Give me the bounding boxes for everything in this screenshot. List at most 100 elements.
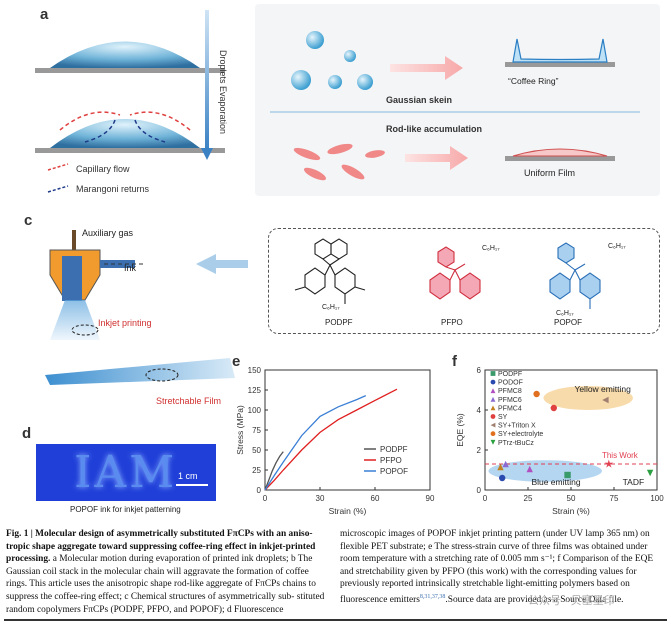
- y-tick-label: 25: [252, 466, 261, 475]
- substituent-label-1: C₆H₁₇: [322, 304, 340, 311]
- annotation-yellow: Yellow emitting: [574, 384, 631, 394]
- panel-a-droplets: [35, 41, 225, 193]
- x-tick-label: 50: [567, 494, 576, 503]
- mol-label-popof: POPOF: [554, 318, 583, 327]
- scale-bar: [176, 484, 208, 486]
- x-tick-label: 75: [610, 494, 619, 503]
- inkjet-printing-label: Inkjet printing: [98, 318, 152, 328]
- legend-label-point-sy-triton-x: SY+Triton X: [498, 423, 536, 430]
- y-tick-label: 0: [257, 486, 262, 495]
- x-axis-label: Strain (%): [329, 506, 367, 516]
- series-line-pfpo: [264, 388, 398, 491]
- y-tick-label: 50: [252, 446, 261, 455]
- uniform-film-label: Uniform Film: [524, 168, 575, 178]
- legend-label-point-sy: SY: [498, 414, 508, 421]
- iam-pattern: IAM: [74, 447, 178, 498]
- legend-marker-point-sy: [490, 414, 496, 419]
- series-line-popof: [264, 395, 367, 491]
- y-tick-label: 75: [252, 426, 261, 435]
- droplet-top: [50, 41, 200, 68]
- point-pfmc6: [502, 460, 509, 468]
- legend-marker-point-pfmc8: [490, 388, 496, 394]
- mol-label-podpf: PODPF: [325, 318, 353, 327]
- legend-label-point-pfmc4: PFMC4: [498, 405, 522, 412]
- substituent-label-2: C₆H₁₇: [482, 245, 500, 252]
- legend-label-point-pfmc6: PFMC6: [498, 397, 522, 404]
- legend-marker-point-podof: [490, 379, 496, 385]
- legend-capillary: Capillary flow: [76, 164, 130, 174]
- x-tick-label: 100: [650, 494, 664, 503]
- panel-label-d: d: [22, 425, 32, 442]
- stretchable-film-label: Stretchable Film: [156, 396, 222, 406]
- molecule-structures: [294, 238, 601, 309]
- y-tick-label: 125: [248, 386, 262, 395]
- rod-label: Rod-like accumulation: [386, 124, 483, 134]
- legend-label-point-podpf: PODPF: [498, 371, 522, 378]
- coffee-ring-label: “Coffee Ring”: [508, 76, 559, 86]
- point-this-work: [604, 459, 614, 468]
- caption-body-right: microscopic images of POPOF inkjet print…: [340, 529, 654, 606]
- evaporation-arrow: [201, 10, 213, 160]
- caption-tail: .Source data are provided as a Source Da…: [445, 595, 624, 606]
- panel-c-printer: [45, 230, 235, 385]
- legend-label-pfpo: PFPO: [380, 456, 402, 465]
- bottom-rule: [4, 619, 667, 621]
- x-tick-label: 0: [263, 494, 268, 503]
- aux-gas-label: Auxiliary gas: [82, 228, 134, 238]
- gaussian-label: Gaussian skein: [386, 95, 453, 105]
- legend-marker-point-sy-electrolyte: [490, 431, 496, 437]
- mol-label-pfpo: PFPO: [441, 318, 463, 327]
- annotation-blue: Blue emitting: [531, 477, 580, 487]
- caption-refs: 8,31,37,38: [419, 593, 446, 600]
- caption-title: Molecular design of asymmetrically subst…: [6, 529, 316, 565]
- legend-label-popof: POPOF: [380, 467, 408, 476]
- panel-b-diagram: [270, 31, 640, 181]
- x-axis-label: Strain (%): [552, 506, 590, 516]
- molecules-box: [268, 228, 660, 334]
- scale-bar-label: 1 cm: [178, 471, 198, 481]
- legend-marker-point-ptrz-tbucz: [490, 439, 496, 445]
- caption-right: microscopic images of POPOF inkjet print…: [340, 528, 665, 607]
- y-tick-label: 150: [248, 366, 262, 375]
- panel-label-e: e: [232, 353, 241, 370]
- point-sy: [550, 404, 557, 412]
- point-sy-electrolyte: [533, 390, 540, 398]
- watermark: 公众号 · 贝塞墨印: [528, 595, 615, 607]
- legend-marker-point-podpf: [490, 371, 496, 376]
- arrow-left: [196, 254, 248, 274]
- point-podpf: [564, 471, 571, 479]
- legend-label-point-sy-electrolyte: SY+electrolyte: [498, 431, 543, 438]
- point-pfmc8: [526, 465, 533, 473]
- blue-region: [488, 460, 602, 482]
- legend-marker-point-pfmc6: [490, 396, 496, 402]
- point-pfmc4: [497, 463, 504, 471]
- x-tick-label: 30: [316, 494, 325, 503]
- point-sy-triton-x: [602, 396, 609, 404]
- legend-label-point-ptrz-tbucz: PTrz-tBuCz: [498, 440, 534, 447]
- y-tick-label: 2: [477, 446, 482, 455]
- panel-label-f: f: [452, 353, 457, 370]
- x-tick-label: 25: [524, 494, 533, 503]
- point-podof: [499, 474, 506, 482]
- y-tick-label: 4: [477, 406, 482, 415]
- ink-label: Ink: [124, 263, 137, 273]
- legend-label-podpf: PODPF: [380, 445, 408, 454]
- x-tick-label: 0: [483, 494, 488, 503]
- x-tick-label: 60: [371, 494, 380, 503]
- panel-label-c: c: [24, 212, 33, 229]
- y-axis-label: Stress (MPa): [235, 405, 245, 455]
- y-tick-label: 6: [477, 366, 482, 375]
- panel-label-a: a: [40, 6, 49, 23]
- panel-d-caption: POPOF ink for inkjet patterning: [70, 505, 181, 514]
- legend-marangoni: Marangoni returns: [76, 184, 150, 194]
- substrate-top: [35, 68, 225, 73]
- substituent-label-4: C₆H₁₇: [556, 310, 574, 317]
- y-axis-label: EQE (%): [455, 413, 465, 447]
- y-tick-label: 100: [248, 406, 262, 415]
- annotation-tadf: TADF: [623, 477, 645, 487]
- evaporation-label: Droplets Evaporation: [218, 50, 228, 135]
- caption-left: Fig. 1 | Molecular design of asymmetrica…: [6, 528, 326, 616]
- substrate-bottom: [35, 148, 225, 153]
- point-ptrz-tbucz: [646, 469, 654, 477]
